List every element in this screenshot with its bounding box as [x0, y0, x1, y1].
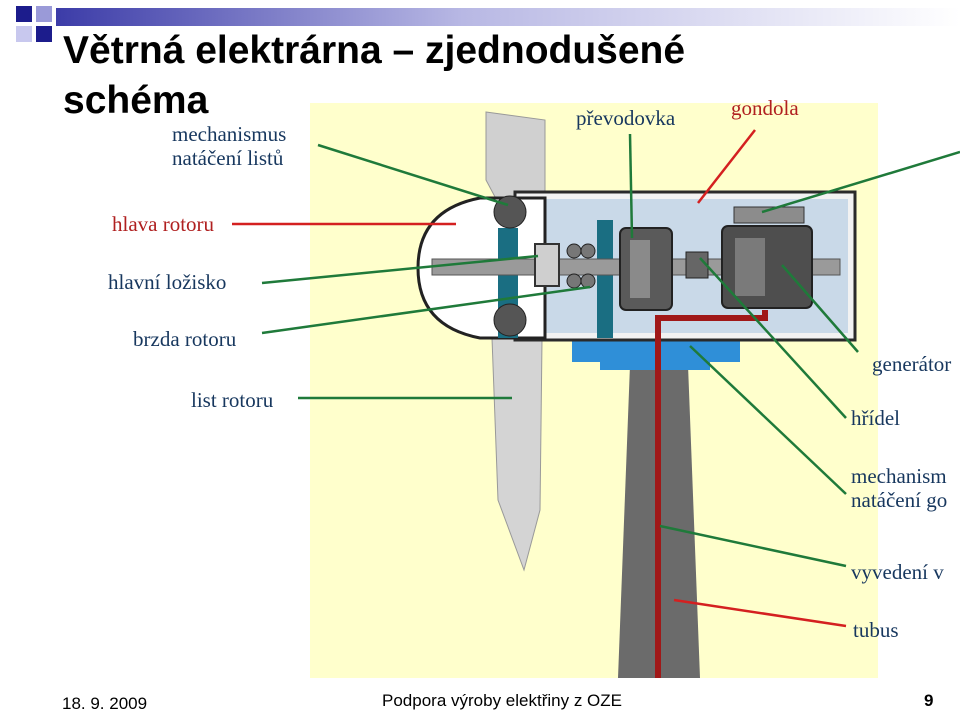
leader-brake [261, 285, 591, 335]
label-rotor-blade: list rotoru [191, 388, 274, 412]
deco-square-3 [36, 26, 52, 42]
title-line-2: schéma [63, 79, 209, 122]
bearing-ball-2 [580, 243, 596, 259]
gearbox-highlight [630, 240, 650, 298]
generator-highlight [735, 238, 765, 296]
leader-lines [261, 133, 960, 568]
label-yaw-mechanism: mechanism natáčení go [851, 464, 948, 512]
brake-disc [534, 243, 560, 287]
label-generator: generátor [872, 352, 952, 376]
bearing-ball-1 [566, 243, 582, 259]
generator-cooler [733, 206, 805, 224]
leader-cable-outlet [659, 524, 847, 568]
deco-gradient-bar [56, 8, 960, 26]
leader-lines-red [232, 129, 847, 628]
corner-decoration [0, 0, 960, 50]
leader-tower [673, 598, 847, 628]
deco-square-4 [16, 26, 32, 42]
leader-shaft [699, 257, 847, 419]
slide-title: Větrná elektrárna – zjednodušené schéma [63, 26, 685, 126]
label-pitch-mechanism: mechanismus natáčení listů [172, 122, 287, 170]
diagram-background [310, 103, 878, 678]
label-shaft: hřídel [851, 406, 900, 430]
label-rotor-brake: brzda rotoru [133, 327, 237, 351]
label-nacelle: gondola [731, 96, 799, 120]
label-cable-outlet: vyvedení v [851, 560, 944, 584]
leader-pitch-mechanism [317, 143, 509, 207]
label-gearbox: převodovka [576, 106, 676, 130]
power-cable [655, 310, 768, 678]
bearing-ball-3 [566, 273, 582, 289]
footer-date: 18. 9. 2009 [62, 694, 148, 713]
deco-square-2 [36, 6, 52, 22]
leader-gearbox [628, 133, 634, 239]
label-tower: tubus [853, 618, 899, 642]
bearing-ball-4 [580, 273, 596, 289]
title-line-1: Větrná elektrárna – zjednodušené [63, 29, 686, 72]
label-main-bearing: hlavní ložisko [108, 270, 227, 294]
label-rotor-hub: hlava rotoru [112, 212, 215, 236]
leader-nacelle-cooler [761, 150, 960, 214]
page-number: 9 [924, 691, 934, 710]
leader-yaw-mechanism [689, 345, 847, 495]
leader-generator [781, 264, 859, 353]
pitch-bearing-bottom [493, 303, 527, 337]
leader-main-bearing [261, 254, 539, 285]
deco-square-1 [16, 6, 32, 22]
footer-center-text: Podpora výroby elektřiny z OZE [382, 691, 622, 710]
bearing-frame [597, 220, 613, 338]
leader-nacelle [697, 129, 756, 204]
